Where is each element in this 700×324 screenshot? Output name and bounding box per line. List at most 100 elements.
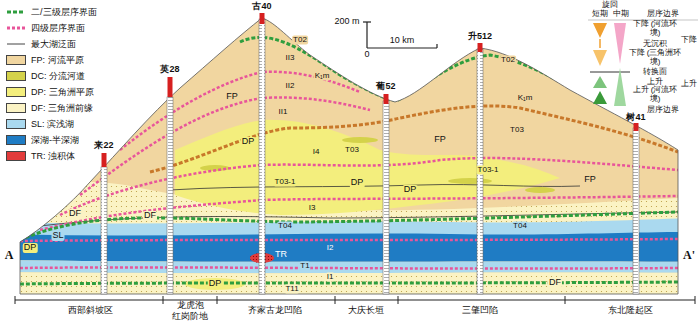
legend-swatch xyxy=(6,151,26,161)
section-outline xyxy=(20,18,678,294)
well-name: 树41 xyxy=(625,113,646,123)
well-markers xyxy=(104,13,636,167)
region-label: 龙虎泡 xyxy=(176,301,205,311)
legend-swatch xyxy=(6,135,26,145)
fourth-order-boundary xyxy=(40,196,678,230)
legend-item: DF: 三角洲前缘 xyxy=(6,100,97,116)
well-log xyxy=(259,19,265,294)
layer-code: I1 xyxy=(326,273,335,282)
layer-code: T11 xyxy=(284,285,299,294)
region-label: 西部斜坡区 xyxy=(67,306,114,316)
legend-item: 最大湖泛面 xyxy=(6,36,97,52)
facies-label: DP xyxy=(403,185,418,195)
layer-code: II3 xyxy=(285,54,296,63)
rising-triangle xyxy=(593,76,607,88)
legend-swatch xyxy=(6,119,26,129)
cycle-legend-label: 转换面 xyxy=(642,68,668,77)
section-end: A' xyxy=(682,249,696,262)
region-label: 东北隆起区 xyxy=(607,306,654,316)
region-label: 大庆长垣 xyxy=(347,306,385,316)
layer-code: K₁m xyxy=(517,94,534,103)
legend-item: TR: 浊积体 xyxy=(6,148,97,164)
layer-code: I2 xyxy=(326,244,335,253)
well-name: 来22 xyxy=(93,141,114,151)
layer-code: K₁m xyxy=(314,72,331,81)
falling-triangle xyxy=(593,50,607,66)
cycle-legend-label: 中期 xyxy=(612,10,630,19)
cycle-legend-label: 层序边界 xyxy=(646,106,680,115)
facies-label: DF xyxy=(143,211,157,221)
facies-label: DP xyxy=(208,279,223,289)
well-marker xyxy=(102,153,107,167)
cycle-legend-label: 上升 xyxy=(646,78,664,87)
falling-triangle xyxy=(593,23,607,38)
region-label: 齐家古龙凹陷 xyxy=(247,306,303,316)
layer-code: T03 xyxy=(344,146,360,155)
legend-item: 四级层序界面 xyxy=(6,20,97,36)
legend-label: DF: 三角洲前缘 xyxy=(31,102,93,115)
fourth-order-boundary xyxy=(20,267,678,268)
fourth-order-boundary xyxy=(20,239,678,241)
well-log xyxy=(633,128,639,294)
channel-lens xyxy=(448,178,492,184)
legend-label: TR: 浊积体 xyxy=(31,150,75,163)
layer-code: T1 xyxy=(299,262,310,271)
layer-code: T02 xyxy=(292,36,308,45)
legend-line-sample xyxy=(6,39,26,49)
well-name: 葡52 xyxy=(375,82,396,92)
well-marker xyxy=(168,77,173,97)
layer-code: T03 xyxy=(509,126,525,135)
legend-label: DP: 三角洲平原 xyxy=(31,86,94,99)
layer-code: I4 xyxy=(312,148,321,157)
legend-line-sample xyxy=(6,23,26,33)
legend-item: DC: 分流河道 xyxy=(6,68,97,84)
facies-label: DF xyxy=(548,278,562,288)
legend-label: 最大湖泛面 xyxy=(31,38,76,51)
cycle-legend xyxy=(588,20,698,106)
layer-code: T03-1 xyxy=(477,166,500,175)
scale-label: 0 xyxy=(363,50,370,60)
well-logs xyxy=(101,19,639,294)
scale-label: 200 m xyxy=(333,17,360,27)
cycle-legend-label: 上升 xyxy=(680,80,698,89)
legend-label: FP: 河流平原 xyxy=(31,54,84,67)
legend-label: 二/三级层序界面 xyxy=(31,6,97,19)
facies-label: FP xyxy=(583,175,597,185)
facies-label: DP xyxy=(350,178,365,188)
cycle-legend-label: 下降 (三角洲环境) xyxy=(625,49,685,67)
layer-code: T04 xyxy=(512,222,528,231)
sequence-boundary xyxy=(20,212,678,240)
cycle-legend-label: 下降 (河流环境) xyxy=(631,20,679,38)
layer-code: II1 xyxy=(278,108,289,117)
legend-item: DP: 三角洲平原 xyxy=(6,84,97,100)
surfaces xyxy=(20,37,678,284)
sequence-boundary xyxy=(150,106,678,172)
facies-label: DF xyxy=(68,209,82,219)
well-name: 古40 xyxy=(251,2,272,12)
legend-label: SL: 滨浅湖 xyxy=(31,118,74,131)
channel-lens xyxy=(525,187,555,193)
legend-swatch xyxy=(6,55,26,65)
sequence-boundary xyxy=(20,282,678,284)
cycle-legend-label: 短期 xyxy=(591,10,609,19)
legend-label: 四级层序界面 xyxy=(31,22,85,35)
turnaround-line xyxy=(590,72,630,73)
well-log xyxy=(167,97,173,294)
legend-swatch xyxy=(6,87,26,97)
legend-swatch xyxy=(6,103,26,113)
cycle-legend-label: 无沉积 xyxy=(642,40,668,49)
scale-label: 10 km xyxy=(389,36,416,46)
sequence-boundary xyxy=(240,37,600,104)
cycle-legend-label: 层序边界 xyxy=(646,10,680,19)
facies-label: FP xyxy=(433,135,447,145)
falling-triangle xyxy=(614,23,626,64)
section-end: A xyxy=(4,249,15,262)
fourth-order-boundary xyxy=(60,158,678,215)
well-log xyxy=(383,101,389,294)
facies-label: TR xyxy=(274,250,288,260)
layer-code: T03-1 xyxy=(274,178,297,187)
legend-label: 深湖-半深湖 xyxy=(31,134,79,147)
